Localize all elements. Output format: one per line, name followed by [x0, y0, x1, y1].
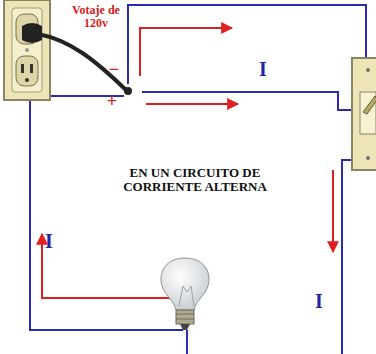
wires: [30, 5, 366, 354]
polarity-plus: +: [104, 92, 120, 112]
current-label: I: [254, 58, 272, 80]
wall-switch: [352, 58, 376, 170]
current-label: I: [310, 290, 328, 312]
polarity-minus: −: [106, 60, 122, 80]
wall-outlet: [4, 0, 50, 100]
current-label: I: [40, 230, 58, 252]
light-bulb: [161, 258, 209, 330]
current-arrows: [42, 28, 333, 298]
circuit-caption: EN UN CIRCUITO DE CORRIENTE ALTERNA: [110, 166, 280, 195]
voltage-label: Votaje de 120v: [60, 4, 132, 30]
plug-cord: [22, 23, 132, 95]
